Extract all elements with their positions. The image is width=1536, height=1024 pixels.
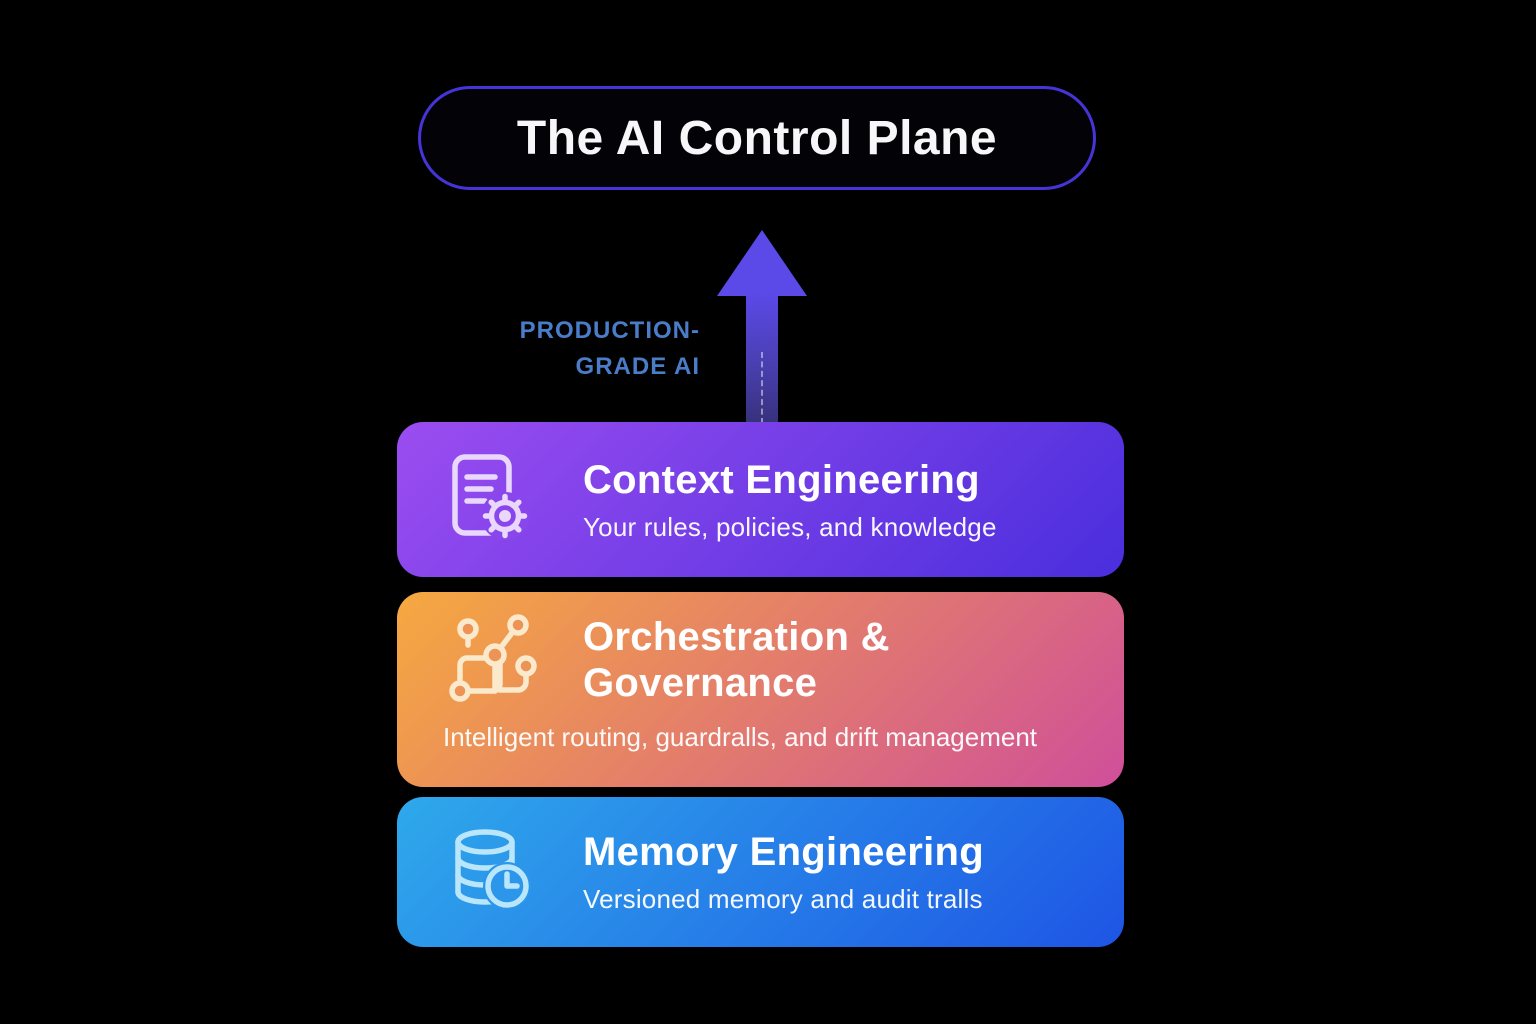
layer-text-block: Context Engineering Your rules, policies… bbox=[583, 457, 997, 543]
arrow-up-head bbox=[717, 230, 807, 296]
layer-card-memory-engineering: Memory Engineering Versioned memory and … bbox=[397, 797, 1124, 947]
layer-card-orchestration-governance: Orchestration & Governance Intelligent r… bbox=[397, 592, 1124, 787]
layer-subtitle: Intelligent routing, guardralls, and dri… bbox=[443, 722, 1038, 752]
layer-subtitle: Your rules, policies, and knowledge bbox=[583, 511, 997, 542]
arrow-up-shaft bbox=[746, 294, 778, 424]
database-clock-icon bbox=[455, 829, 531, 910]
title-pill: The AI Control Plane bbox=[418, 86, 1096, 190]
production-grade-label-line1: PRODUCTION- bbox=[519, 317, 700, 344]
production-grade-label: PRODUCTION- GRADE AI bbox=[430, 313, 700, 385]
document-gear-icon bbox=[452, 453, 529, 540]
layer-title: Memory Engineering bbox=[583, 830, 985, 874]
layer-header-row: Orchestration & Governance bbox=[447, 614, 1094, 706]
production-grade-label-line2: GRADE AI bbox=[575, 353, 700, 380]
workflow-nodes-icon bbox=[449, 614, 537, 702]
layer-title: Context Engineering bbox=[583, 457, 980, 502]
layer-title: Orchestration & Governance bbox=[583, 615, 890, 705]
arrow-dashed-line bbox=[761, 352, 763, 424]
page-title: The AI Control Plane bbox=[516, 111, 998, 165]
layer-card-context-engineering: Context Engineering Your rules, policies… bbox=[397, 422, 1124, 577]
layer-subtitle: Versioned memory and audit tralls bbox=[583, 884, 983, 914]
layer-text-block: Memory Engineering Versioned memory and … bbox=[583, 829, 984, 915]
